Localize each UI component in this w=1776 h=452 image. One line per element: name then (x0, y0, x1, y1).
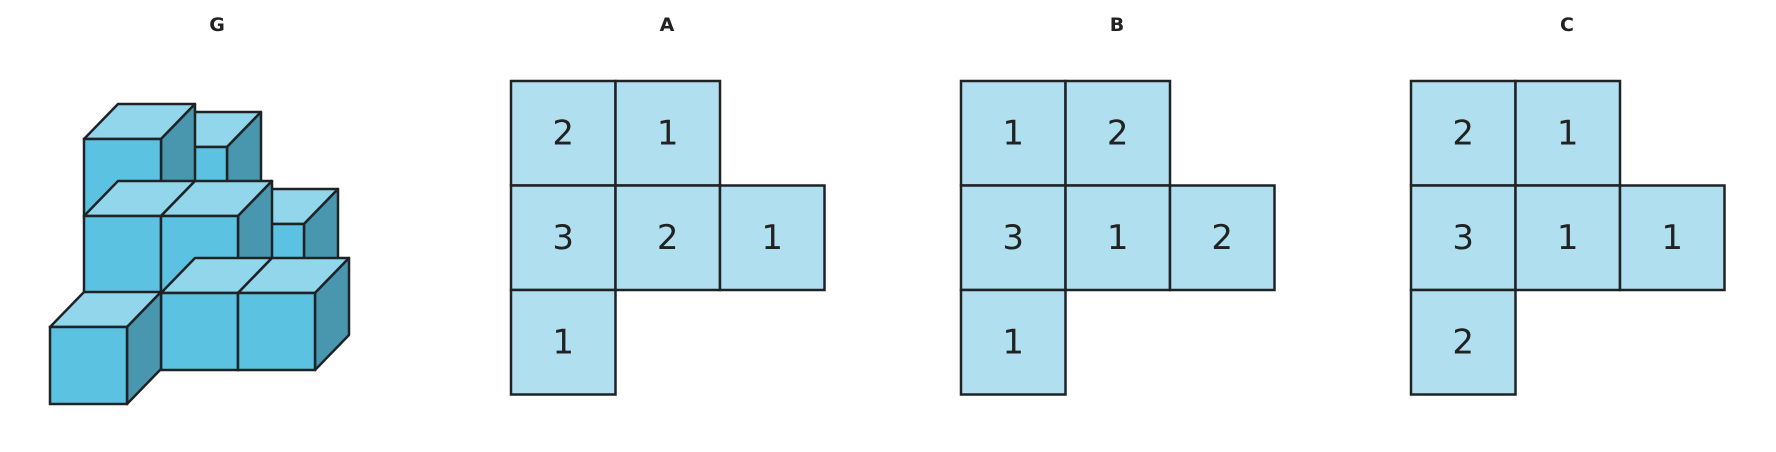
grid-cell: 1 (959, 79, 1067, 187)
grid-cell-box (614, 79, 722, 187)
grid-cell-box (1409, 288, 1517, 396)
cube (48, 290, 163, 406)
grid-cell-box (509, 79, 617, 187)
grid-cell: 1 (509, 288, 617, 396)
cube-front-face (82, 214, 163, 295)
grid-cell: 3 (1409, 184, 1517, 292)
top-view-grid-c: 2 1 3 1 1 2 (1409, 79, 1726, 396)
grid-cell: 1 (1514, 79, 1622, 187)
grid-cell: 3 (509, 184, 617, 292)
grid-cell-box (1064, 184, 1172, 292)
grid-cell: 1 (959, 288, 1067, 396)
top-view-grid-a: 2 1 3 2 1 1 (509, 79, 826, 396)
grid-cell-box (1514, 79, 1622, 187)
grid-cell: 2 (509, 79, 617, 187)
grid-cell: 2 (614, 184, 722, 292)
isometric-cube-stack (48, 102, 351, 406)
cell-value: 1 (657, 113, 679, 153)
grid-cell: 1 (1514, 184, 1622, 292)
cell-value: 2 (1452, 113, 1474, 153)
grid-cell: 2 (1409, 79, 1517, 187)
grid-cell: 2 (1168, 184, 1276, 292)
cell-value: 1 (1661, 218, 1683, 258)
grid-cell-box (959, 79, 1067, 187)
grid-cell-box (1064, 79, 1172, 187)
cube-front-face (48, 325, 129, 406)
cell-value: 1 (1002, 322, 1024, 362)
cell-value: 2 (552, 113, 574, 153)
cell-value: 2 (1211, 218, 1233, 258)
cell-value: 1 (552, 322, 574, 362)
cell-value: 1 (761, 218, 783, 258)
cell-value: 1 (1557, 218, 1579, 258)
cell-value: 3 (1002, 218, 1024, 258)
panel-title-c: C (1560, 14, 1574, 36)
cell-value: 2 (1452, 322, 1474, 362)
grid-cell: 2 (1409, 288, 1517, 396)
top-view-grid-b: 1 2 3 1 2 1 (959, 79, 1276, 396)
grid-cell-box (1618, 184, 1726, 292)
grid-cell: 1 (718, 184, 826, 292)
cube (236, 256, 351, 372)
grid-cell-box (1168, 184, 1276, 292)
cell-value: 3 (552, 218, 574, 258)
grid-cell-box (1409, 184, 1517, 292)
cell-value: 2 (1107, 113, 1129, 153)
panel-title-g: G (209, 14, 225, 36)
cell-value: 1 (1107, 218, 1129, 258)
cell-value: 2 (657, 218, 679, 258)
grid-cell: 1 (1618, 184, 1726, 292)
grid-cell: 3 (959, 184, 1067, 292)
grid-cell: 1 (614, 79, 722, 187)
panel-title-b: B (1109, 14, 1125, 36)
grid-cell: 2 (1064, 79, 1172, 187)
cell-value: 3 (1452, 218, 1474, 258)
cell-value: 1 (1002, 113, 1024, 153)
cube-front-face (236, 291, 317, 372)
panel-title-a: A (659, 14, 675, 36)
cube-front-face (159, 291, 240, 372)
grid-cell-box (509, 288, 617, 396)
grid-cell-box (718, 184, 826, 292)
grid-cell-box (959, 288, 1067, 396)
cell-value: 1 (1557, 113, 1579, 153)
grid-cell: 1 (1064, 184, 1172, 292)
grid-cell-box (1514, 184, 1622, 292)
